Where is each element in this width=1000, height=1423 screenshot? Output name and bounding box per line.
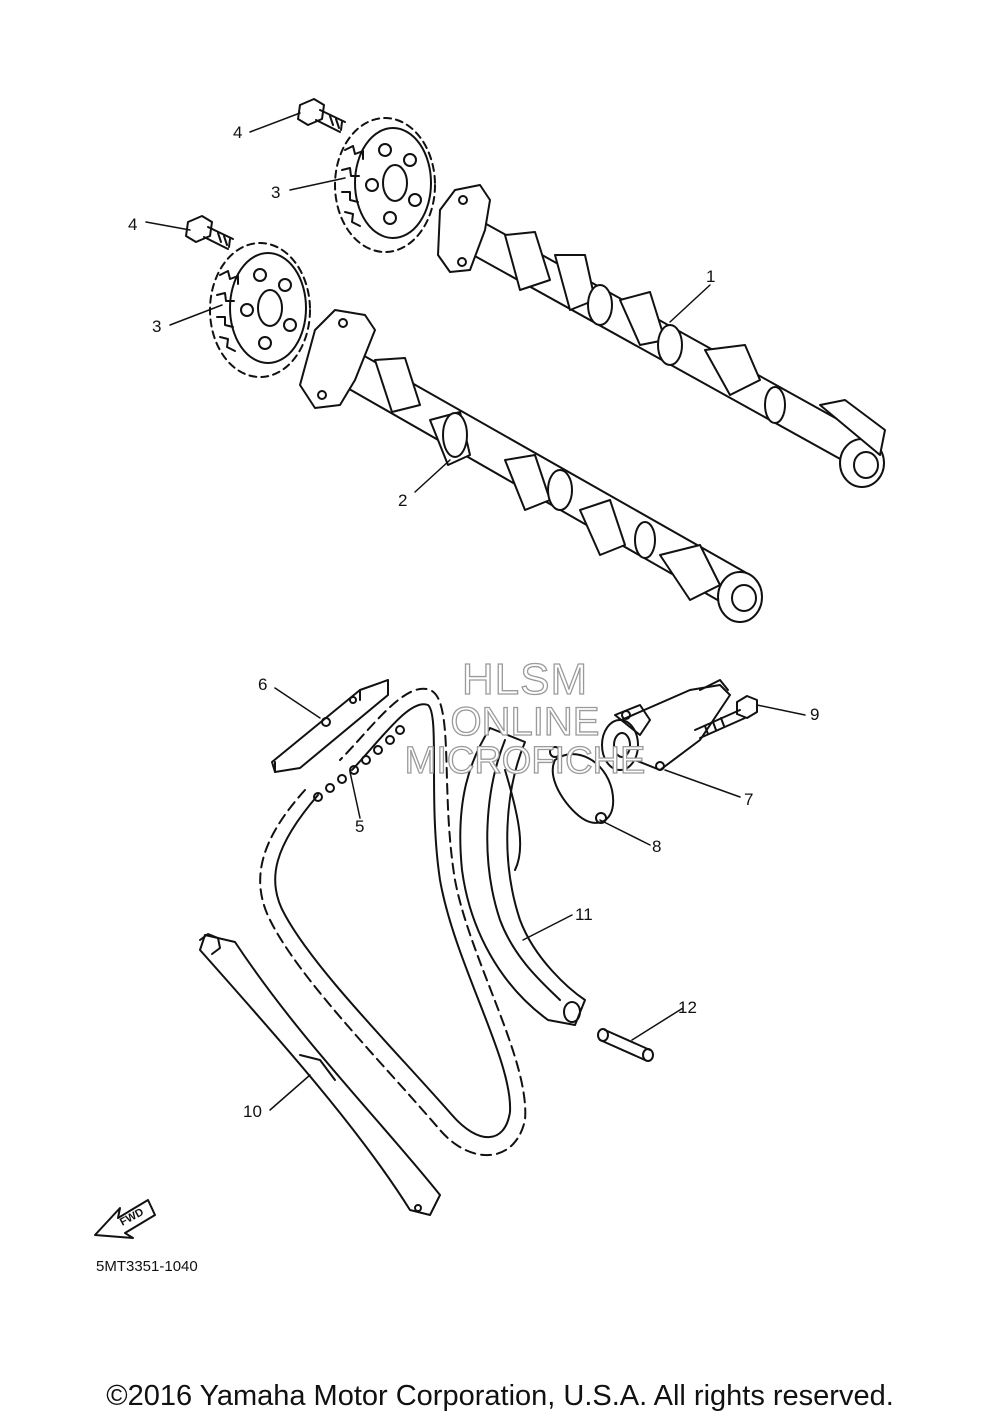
chain-tensioner — [601, 679, 731, 771]
callout-leaders — [145, 112, 806, 1111]
chain-guide-exhaust — [199, 933, 441, 1216]
callout-1: 1 — [706, 267, 716, 286]
sprocket-bolt-lower — [185, 215, 234, 250]
cam-sprocket-lower — [209, 242, 311, 378]
camshaft-2 — [299, 309, 763, 623]
callout-2: 2 — [398, 491, 408, 510]
sprocket-bolt-upper — [297, 98, 346, 133]
tensioner-bolt — [694, 695, 758, 739]
chain-guide-top — [271, 679, 389, 773]
callout-4-lower: 4 — [128, 215, 138, 234]
callout-5: 5 — [355, 817, 365, 836]
watermark-line-2: ONLINE — [450, 700, 600, 744]
callout-12: 12 — [678, 998, 697, 1017]
callout-11: 11 — [575, 905, 593, 924]
callout-3-lower: 3 — [152, 317, 162, 336]
callout-4-upper: 4 — [233, 123, 243, 142]
callout-6: 6 — [258, 675, 268, 694]
camshaft-1 — [437, 184, 886, 488]
guide-pin — [597, 1028, 654, 1062]
cam-sprocket-upper — [334, 117, 436, 253]
watermark-line-1: HLSM — [461, 655, 589, 704]
watermark-line-3: MICROFICHE — [404, 740, 646, 782]
drawing-code: 5MT3351-1040 — [96, 1258, 198, 1275]
callout-8: 8 — [652, 837, 662, 856]
forward-arrow-icon — [94, 1199, 156, 1239]
callout-3-upper: 3 — [271, 183, 281, 202]
tensioner-gasket — [549, 746, 615, 824]
watermark: HLSM ONLINE MICROFICHE — [360, 655, 690, 782]
callout-7: 7 — [744, 790, 754, 809]
copyright-notice: ©2016 Yamaha Motor Corporation, U.S.A. A… — [106, 1380, 894, 1412]
chain-guide-intake — [459, 727, 586, 1026]
callout-9: 9 — [810, 705, 820, 724]
timing-chain — [259, 687, 527, 1156]
callout-10: 10 — [243, 1102, 262, 1121]
